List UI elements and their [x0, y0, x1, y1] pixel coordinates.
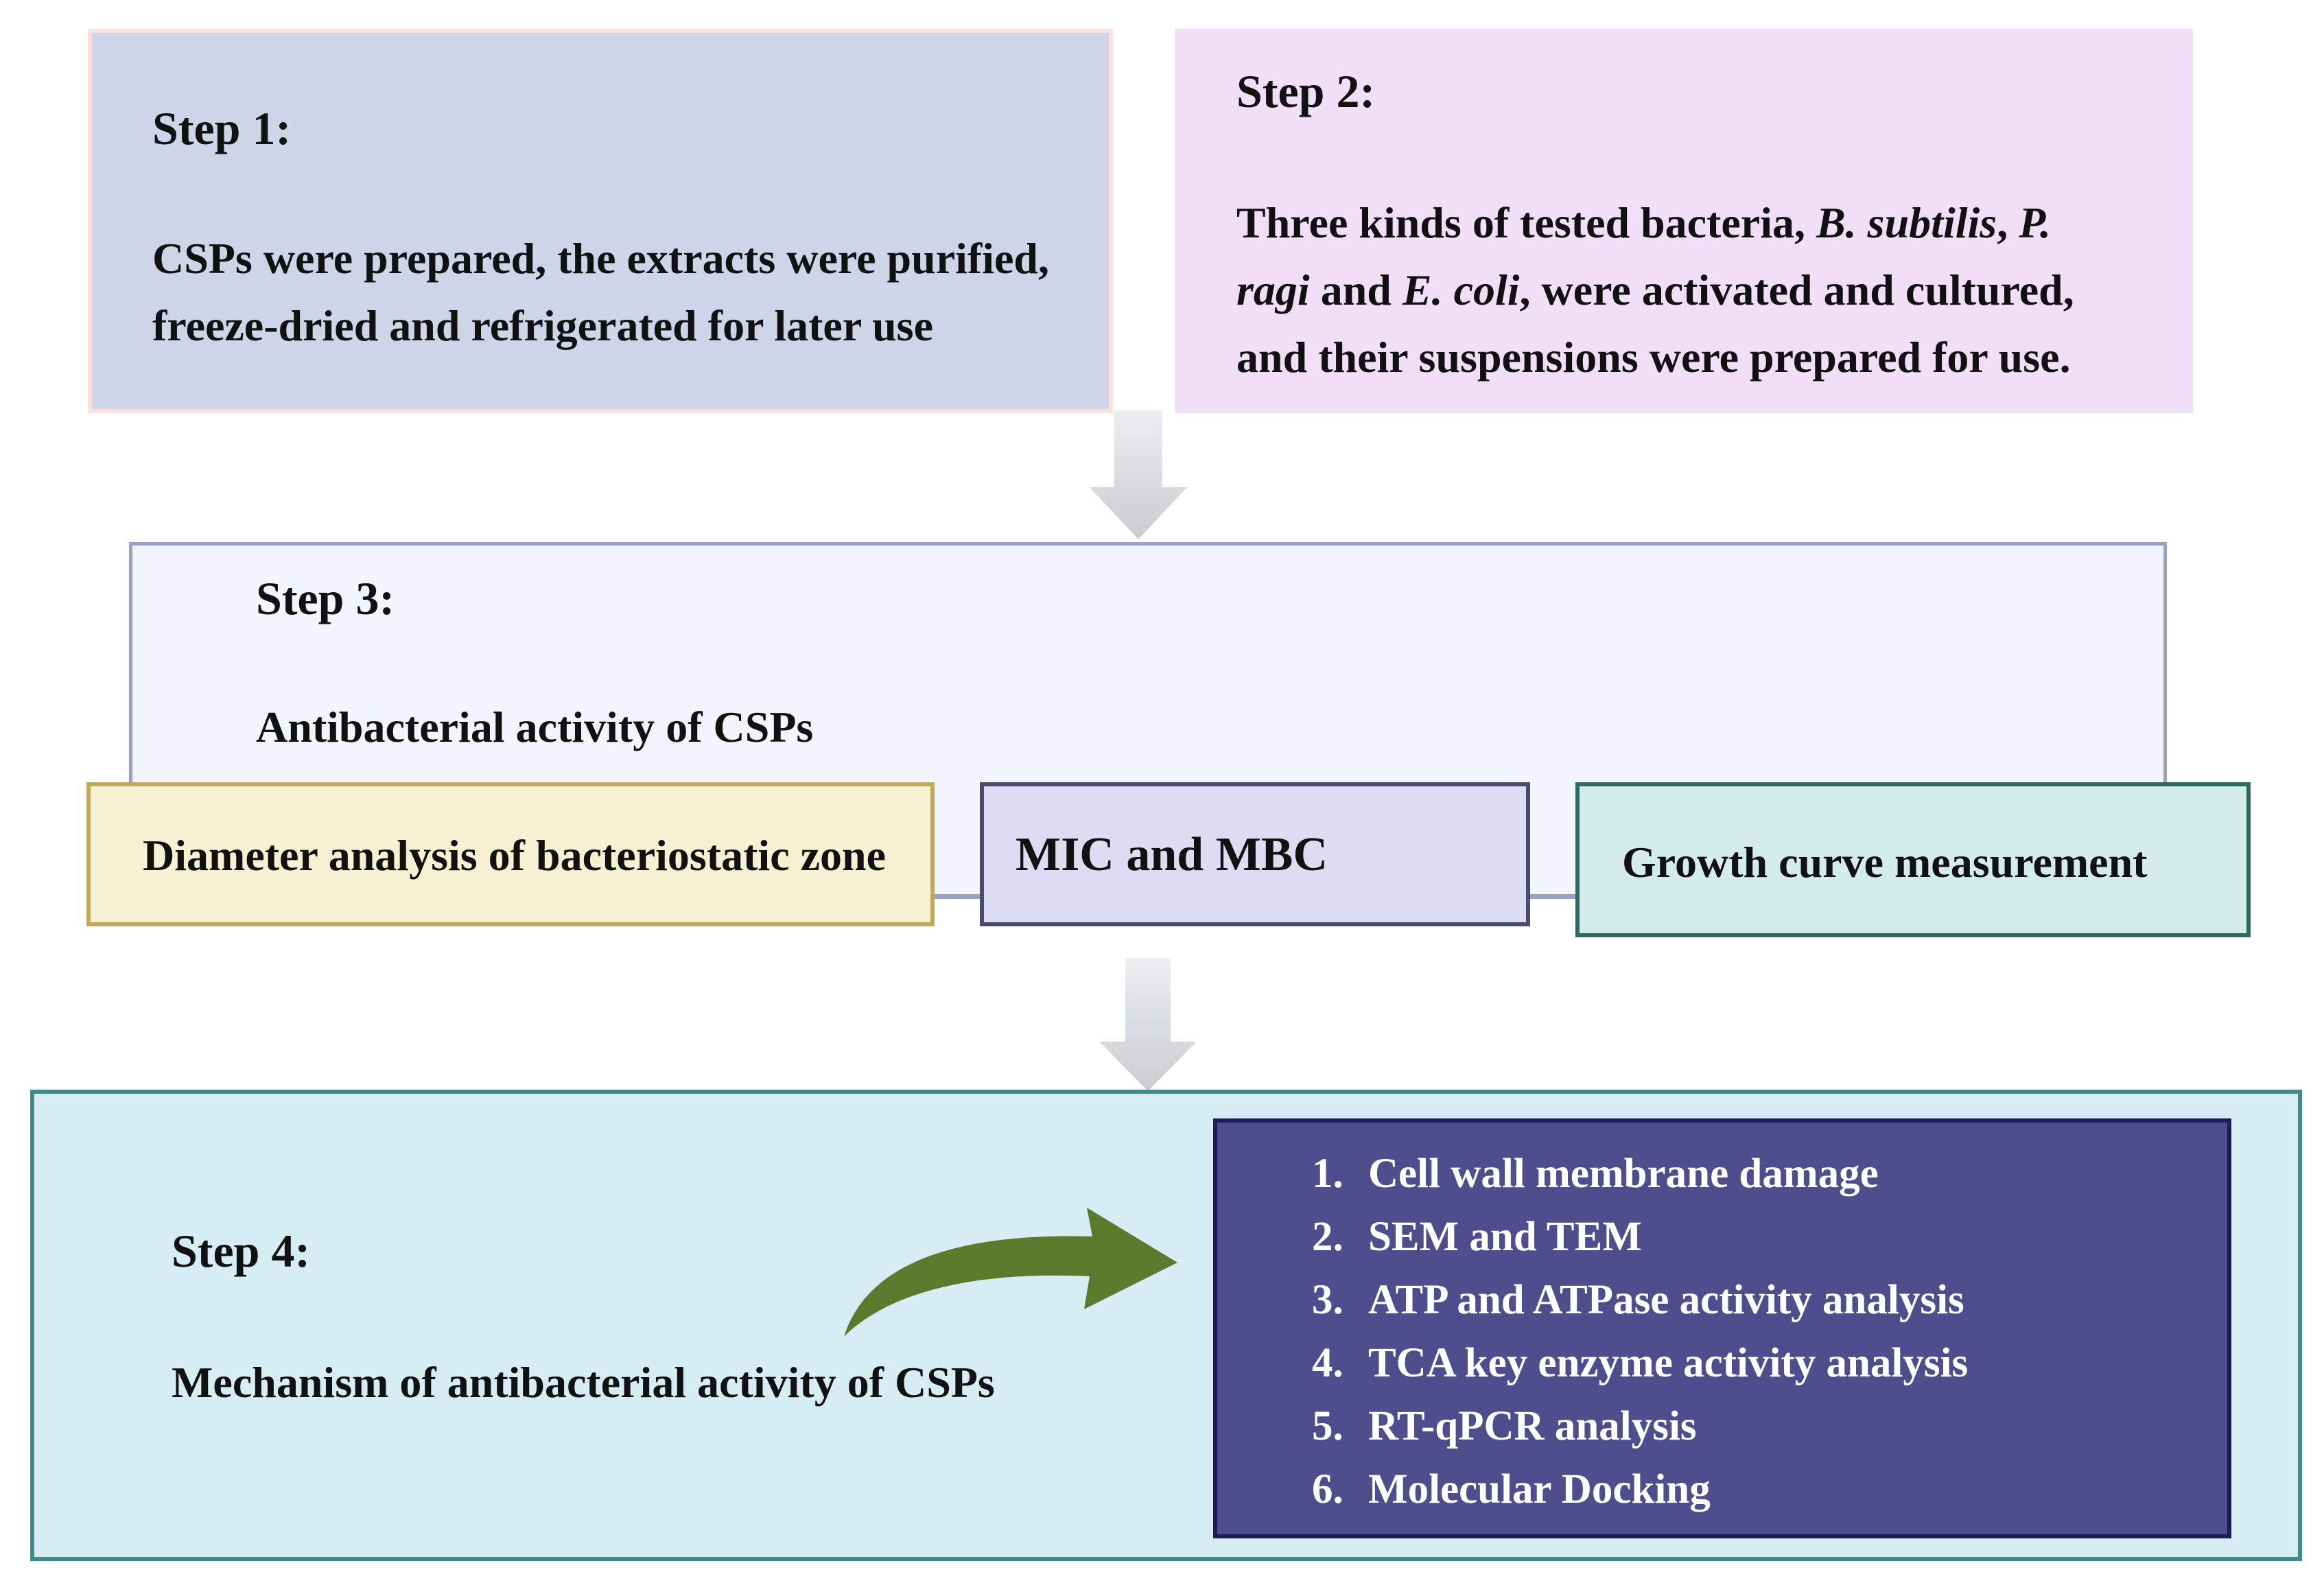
- mechanism-item: 1. Cell wall membrane damage: [1312, 1150, 1879, 1198]
- step4-subtitle: Mechanism of antibacterial activity of C…: [172, 1358, 995, 1407]
- step2-line3: and their suspensions were prepared for …: [1236, 333, 2071, 382]
- mechanism-number: 1.: [1312, 1151, 1343, 1197]
- step2-line1-comma: ,: [1997, 198, 2019, 247]
- mechanism-label: ATP and ATPase activity analysis: [1368, 1277, 1964, 1323]
- method-diameter-box: Diameter analysis of bacteriostatic zone: [86, 782, 935, 926]
- method-mic-mbc-box: MIC and MBC: [980, 782, 1530, 926]
- species-b-subtilis: B. subtilis: [1816, 198, 1997, 247]
- mechanism-item: 3. ATP and ATPase activity analysis: [1312, 1276, 1964, 1324]
- step1-title: Step 1:: [152, 102, 292, 154]
- curved-arrow-icon: [844, 1208, 1177, 1337]
- step2-line2-and: and: [1309, 266, 1402, 314]
- mechanism-list-box: 1. Cell wall membrane damage 2. SEM and TE…: [1213, 1118, 2231, 1538]
- step1-box: Step 1: CSPs were prepared, the extracts…: [88, 29, 1113, 413]
- step3-subtitle: Antibacterial activity of CSPs: [256, 703, 814, 751]
- method-growth-curve-box: Growth curve measurement: [1575, 782, 2251, 937]
- mechanism-number: 2.: [1312, 1214, 1343, 1260]
- mechanism-item: 4. TCA key enzyme activity analysis: [1312, 1339, 1968, 1387]
- mechanism-number: 5.: [1312, 1403, 1343, 1449]
- method-diameter-label: Diameter analysis of bacteriostatic zone: [143, 831, 886, 880]
- species-e-coli: E. coli: [1402, 266, 1520, 314]
- step2-line2-rest: , were activated and cultured,: [1519, 266, 2074, 314]
- species-p-ragi-epithet: ragi: [1236, 266, 1310, 314]
- mechanism-label: TCA key enzyme activity analysis: [1368, 1340, 1969, 1386]
- mechanism-number: 4.: [1312, 1340, 1343, 1386]
- mechanism-label: Molecular Docking: [1368, 1466, 1711, 1512]
- step2-line1: Three kinds of tested bacteria, B. subti…: [1236, 198, 2051, 248]
- mechanism-item: 2. SEM and TEM: [1312, 1213, 1642, 1261]
- step2-line1-text: Three kinds of tested bacteria,: [1236, 198, 1816, 247]
- step2-line2: ragi and E. coli, were activated and cul…: [1236, 265, 2074, 316]
- step4-title: Step 4:: [172, 1225, 311, 1277]
- method-growth-curve-label: Growth curve measurement: [1622, 838, 2148, 887]
- step1-line2: freeze-dried and refrigerated for later …: [152, 301, 933, 350]
- mechanism-label: Cell wall membrane damage: [1368, 1151, 1879, 1197]
- connector-line: [933, 894, 981, 898]
- mechanism-label: SEM and TEM: [1368, 1214, 1642, 1260]
- mechanism-number: 6.: [1312, 1466, 1343, 1512]
- mechanism-number: 3.: [1312, 1277, 1343, 1323]
- mechanism-label: RT-qPCR analysis: [1368, 1403, 1697, 1449]
- step1-line1: CSPs were prepared, the extracts were pu…: [152, 234, 1049, 283]
- method-mic-mbc-label: MIC and MBC: [1016, 828, 1328, 881]
- connector-line: [1529, 894, 1577, 898]
- mechanism-item: 6. Molecular Docking: [1312, 1466, 1711, 1514]
- mechanism-item: 5. RT-qPCR analysis: [1312, 1403, 1697, 1451]
- flow-arrow-2: [1099, 958, 1197, 1091]
- step2-title: Step 2:: [1236, 65, 1376, 117]
- species-p-ragi-genus: P.: [2019, 198, 2052, 247]
- flow-arrow-1: [1090, 410, 1187, 539]
- step3-title: Step 3:: [256, 572, 395, 624]
- step2-box: Step 2: Three kinds of tested bacteria, …: [1175, 29, 2193, 413]
